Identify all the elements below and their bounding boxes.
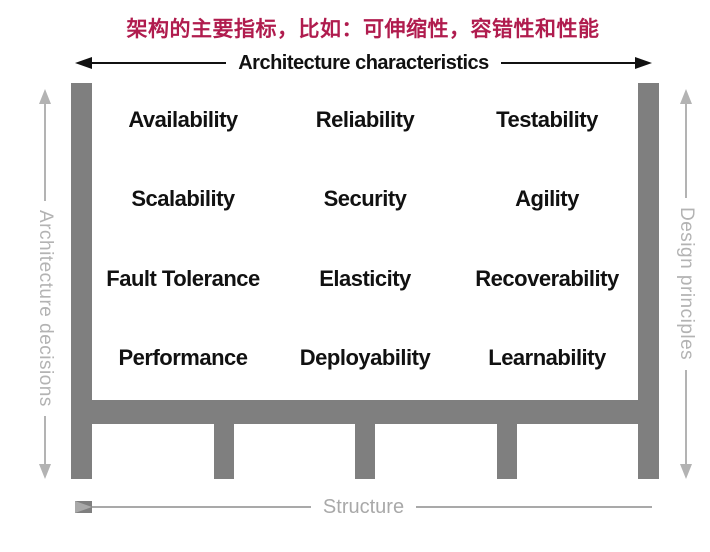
- characteristic-scalability: Scalability: [131, 186, 235, 212]
- characteristic-deployability: Deployability: [299, 345, 431, 371]
- right-axis: Design principles: [675, 89, 697, 479]
- characteristic-recoverability: Recoverability: [475, 265, 619, 291]
- characteristic-testability: Testability: [496, 106, 598, 132]
- arrow-right-icon: [635, 57, 653, 69]
- characteristic-security: Security: [323, 186, 407, 212]
- arrow-down-icon: [680, 464, 692, 479]
- characteristic-agility: Agility: [515, 186, 579, 212]
- arrow-line: [685, 104, 687, 199]
- top-axis: Architecture characteristics: [75, 51, 653, 75]
- table-leg: [355, 424, 375, 479]
- table-leg: [497, 424, 517, 479]
- arrow-line: [75, 506, 311, 508]
- arrow-line: [92, 62, 227, 64]
- table-top-bar: [71, 400, 659, 424]
- right-axis-label: Design principles: [676, 207, 697, 361]
- characteristic-reliability: Reliability: [315, 106, 415, 132]
- left-axis-label: Architecture decisions: [35, 209, 56, 407]
- arrow-down-icon: [39, 464, 51, 479]
- arrow-left-icon: [75, 57, 92, 69]
- characteristic-performance: Performance: [118, 345, 248, 371]
- bottom-axis-label: Structure: [322, 496, 405, 518]
- left-axis: Architecture decisions: [34, 89, 56, 479]
- top-axis-label: Architecture characteristics: [238, 52, 489, 74]
- arrow-up-icon: [39, 89, 51, 104]
- arrow-line: [685, 369, 687, 464]
- characteristic-learnability: Learnability: [488, 345, 606, 371]
- arrow-up-icon: [680, 89, 692, 104]
- table-right-pillar: [638, 83, 659, 479]
- arrow-line: [44, 415, 46, 464]
- table-left-pillar: [71, 83, 92, 479]
- arrow-line: [500, 62, 636, 64]
- arrow-right-icon: [75, 501, 92, 513]
- page-title: 架构的主要指标，比如：可伸缩性，容错性和性能: [126, 18, 600, 41]
- characteristics-grid: Availability Reliability Testability Sca…: [92, 80, 638, 398]
- bottom-axis: Structure: [75, 495, 652, 519]
- table-leg: [214, 424, 234, 479]
- characteristic-availability: Availability: [128, 106, 238, 132]
- arrow-line: [416, 506, 652, 508]
- characteristic-fault-tolerance: Fault Tolerance: [106, 265, 260, 291]
- arrow-line: [44, 104, 46, 201]
- characteristic-elasticity: Elasticity: [319, 265, 411, 291]
